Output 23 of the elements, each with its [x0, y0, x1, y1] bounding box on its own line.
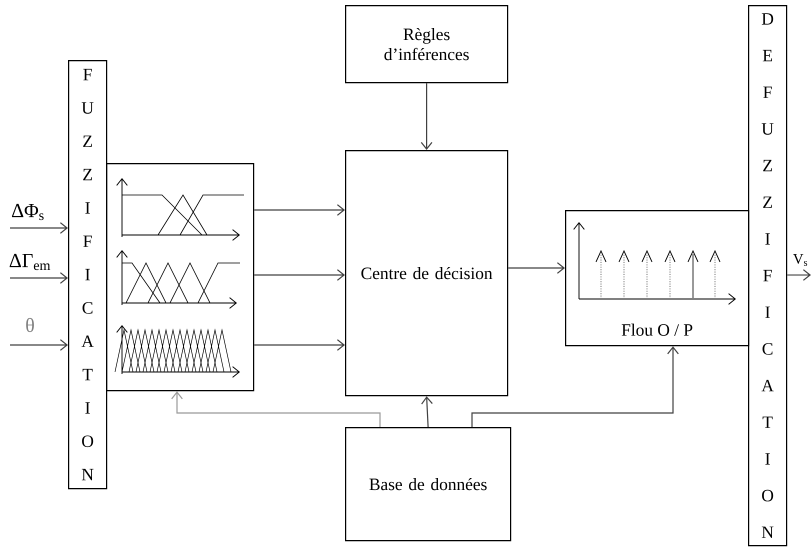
edge-label: θ: [26, 318, 34, 332]
arrow: [254, 269, 345, 281]
edge-label: V$_{s}$: [793, 254, 808, 266]
arrow: [254, 204, 345, 216]
arrow: [471, 346, 679, 427]
rules-box: Règles d’inférences: [345, 5, 508, 84]
decision-box: Centre de décision: [345, 150, 508, 396]
membership-box: [106, 163, 254, 392]
arrow: [171, 391, 381, 427]
arrow: [421, 396, 433, 428]
arrow: [10, 272, 68, 284]
fuzzification-bar: FUZZIFICATION: [68, 60, 108, 490]
edge-label: ΔΦ$_{s}$: [12, 204, 44, 220]
arrow: [787, 269, 811, 281]
arrow: [10, 222, 68, 234]
arrow: [254, 339, 345, 351]
arrow: [420, 83, 432, 150]
arrow: [10, 339, 68, 351]
edge-label: ΔΓ$_{em}$: [10, 254, 50, 270]
arrow: [508, 262, 565, 274]
defuzzification-bar: DEFUZZIFICATION: [748, 5, 788, 546]
output-box: Flou O / P: [565, 210, 750, 346]
database-box: Base de données: [345, 426, 512, 542]
